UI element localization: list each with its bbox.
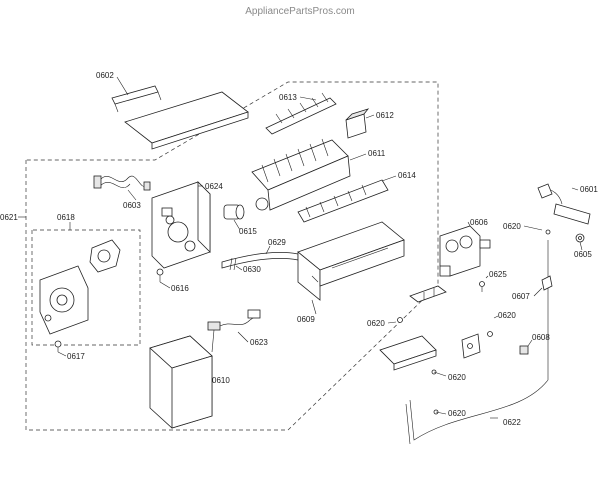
part-0625-screw[interactable] [479, 281, 485, 293]
part-0607-clamp[interactable] [541, 275, 553, 291]
part-0620-screw-a[interactable] [397, 317, 403, 323]
part-0609-bracket[interactable] [297, 221, 405, 301]
callout-0617: 0617 [67, 352, 85, 361]
part-0602-cover[interactable] [111, 85, 249, 150]
callout-0621: 0621 [0, 213, 18, 222]
callout-0616: 0616 [171, 284, 189, 293]
part-0618-motor[interactable] [89, 239, 121, 273]
callout-0620-d: 0620 [498, 311, 516, 320]
callout-0620-b: 0620 [448, 373, 466, 382]
callout-0613: 0613 [279, 93, 297, 102]
watermark: AppliancePartsPros.com [245, 6, 355, 17]
callout-0612: 0612 [376, 111, 394, 120]
part-0605-grommet[interactable] [575, 233, 585, 243]
part-0613-ejector[interactable] [265, 92, 337, 135]
callout-0624: 0624 [205, 182, 223, 191]
callout-0620-a: 0620 [367, 319, 385, 328]
callout-0610: 0610 [212, 376, 230, 385]
callout-0611: 0611 [368, 149, 386, 158]
part-0615-switch[interactable] [223, 204, 245, 220]
part-valve-bracket[interactable] [409, 285, 447, 303]
callout-0608: 0608 [532, 333, 550, 342]
part-0614-heater[interactable] [297, 179, 389, 223]
part-mounting-plate[interactable] [379, 335, 437, 371]
callout-0601: 0601 [580, 185, 598, 194]
callout-0603: 0603 [123, 201, 141, 210]
part-0630-tube-clip[interactable] [229, 257, 237, 271]
part-0612-bracket[interactable] [345, 108, 370, 139]
callout-0618: 0618 [57, 213, 75, 222]
callout-0614: 0614 [398, 171, 416, 180]
part-right-bracket[interactable] [461, 333, 481, 359]
part-0601-fill-elbow[interactable] [537, 183, 591, 225]
callout-0609: 0609 [297, 315, 315, 324]
part-0623-harness[interactable] [207, 309, 261, 353]
callout-0606: 0606 [470, 218, 488, 227]
callout-0615: 0615 [239, 227, 257, 236]
part-0608-clip[interactable] [519, 345, 529, 355]
part-0610-cover-box[interactable] [149, 335, 213, 429]
part-0606-water-valve[interactable] [439, 225, 491, 277]
part-0620-screw-d[interactable] [487, 331, 493, 337]
callout-0630: 0630 [243, 265, 261, 274]
part-0618-gear-plate[interactable] [39, 265, 89, 335]
callout-0620-c: 0620 [448, 409, 466, 418]
part-0611-ice-mold[interactable] [251, 138, 351, 211]
part-0620-screw-e[interactable] [545, 229, 551, 235]
part-0617-screw[interactable] [54, 340, 62, 352]
part-0616-screw[interactable] [156, 268, 164, 282]
part-0603-wire-harness[interactable] [93, 175, 151, 191]
icemaker-assembly-boundary [25, 81, 439, 431]
callout-0629: 0629 [268, 238, 286, 247]
callout-0602: 0602 [96, 71, 114, 80]
part-0624-control-housing[interactable] [151, 181, 211, 269]
callout-0605: 0605 [574, 250, 592, 259]
callout-0620-e: 0620 [503, 222, 521, 231]
callout-0623: 0623 [250, 338, 268, 347]
callout-0622: 0622 [503, 418, 521, 427]
callout-0607: 0607 [512, 292, 530, 301]
callout-0625: 0625 [489, 270, 507, 279]
motor-sub-boundary [31, 229, 141, 346]
